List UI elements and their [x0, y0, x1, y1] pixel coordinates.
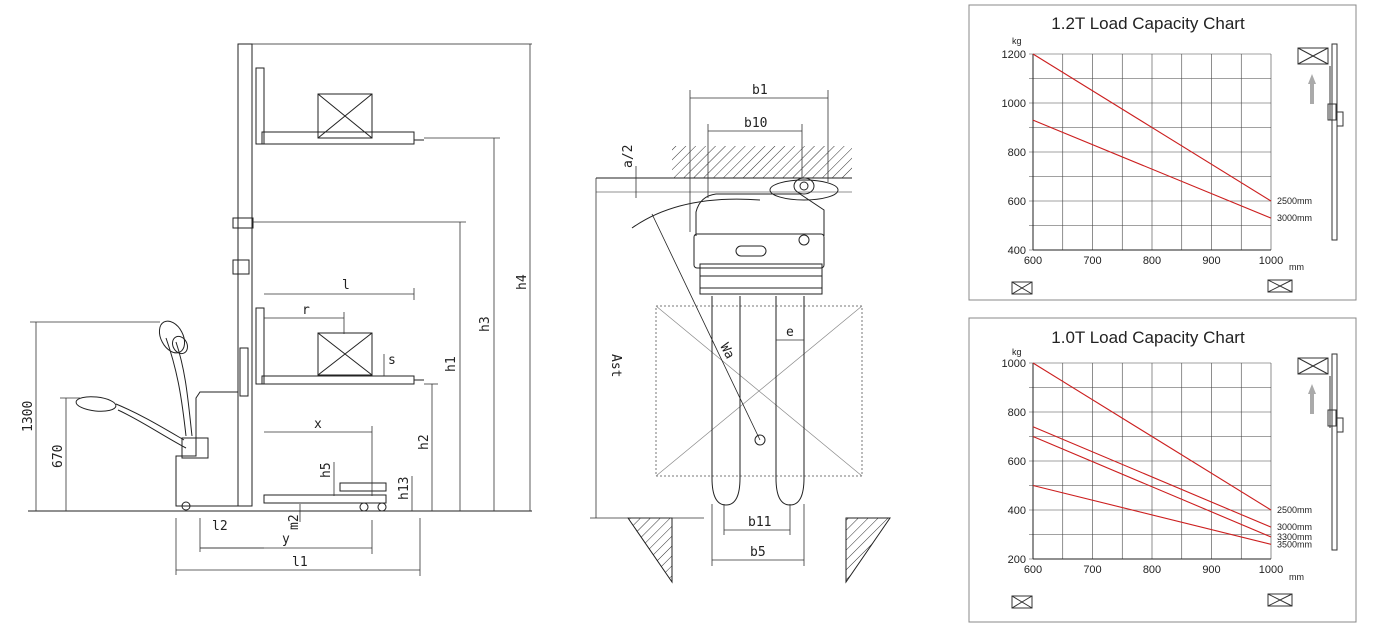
dim-label-h2: h2 — [417, 434, 432, 450]
y-axis-unit-label: kg — [1012, 36, 1022, 46]
chart-series: 2500mm 3000mm — [1032, 53, 1312, 223]
dim-label-h5: h5 — [319, 462, 334, 478]
y-tick-labels: 400 600 800 1000 1200 — [1002, 49, 1026, 257]
chart-title: 1.2T Load Capacity Chart — [1051, 14, 1245, 33]
lift-height-icon — [1297, 353, 1344, 551]
y-tick-label: 800 — [1008, 147, 1026, 159]
dim-label-x: x — [314, 417, 322, 432]
side-view-dimensions — [30, 44, 531, 576]
y-tick-label: 600 — [1008, 196, 1026, 208]
series-label: 2500mm — [1277, 196, 1312, 206]
series-line — [1032, 119, 1272, 219]
load-capacity-chart-1-0t: 1.0T Load Capacity Chart kg mm 600 700 800… — [968, 317, 1357, 623]
load-capacity-chart-1-2t: 1.2T Load Capacity Chart kg mm 600 700 800… — [968, 4, 1357, 301]
chart-title: 1.0T Load Capacity Chart — [1051, 328, 1245, 347]
series-label: 3300mm — [1277, 532, 1312, 542]
x-tick-labels: 600 700 800 900 1000 — [1024, 255, 1283, 267]
top-view-dimensions — [590, 90, 829, 566]
dim-label-wa: Wa — [716, 341, 737, 362]
x-axis-unit-label: mm — [1289, 572, 1304, 582]
dim-label-m2: m2 — [287, 514, 302, 530]
x-tick-label: 700 — [1083, 255, 1101, 267]
y-tick-label: 1200 — [1002, 49, 1026, 61]
x-tick-label: 1000 — [1259, 255, 1283, 267]
dim-label-b1: b1 — [752, 83, 768, 98]
series-label: 3500mm — [1277, 539, 1312, 549]
x-tick-label: 600 — [1024, 564, 1042, 576]
side-view-labels: l r s x y l1 l2 m2 h1 h2 h3 h4 h5 h13 13… — [21, 274, 530, 570]
pallet-icon — [1011, 595, 1033, 609]
x-tick-label: 900 — [1202, 564, 1220, 576]
x-tick-labels: 600 700 800 900 1000 — [1024, 564, 1283, 576]
x-tick-label: 1000 — [1259, 564, 1283, 576]
y-tick-label: 800 — [1008, 407, 1026, 419]
dim-label-1300: 1300 — [21, 401, 36, 432]
series-line — [1032, 435, 1272, 538]
series-line — [1032, 426, 1272, 528]
dim-label-e: e — [786, 325, 794, 340]
dim-label-l1: l1 — [292, 555, 308, 570]
y-tick-label: 1000 — [1002, 358, 1026, 370]
dim-label-h1: h1 — [444, 356, 459, 372]
series-line — [1032, 53, 1272, 202]
x-tick-label: 700 — [1083, 564, 1101, 576]
dim-label-h4: h4 — [515, 274, 530, 290]
y-tick-labels: 200 400 600 800 1000 — [1002, 358, 1026, 566]
dim-label-l: l — [342, 278, 350, 293]
dim-label-b5: b5 — [750, 545, 766, 560]
dim-label-r: r — [302, 303, 310, 318]
series-line — [1032, 362, 1272, 511]
dim-label-670: 670 — [51, 445, 66, 468]
pallet-icon — [1011, 281, 1033, 295]
dim-label-s: s — [388, 353, 396, 368]
lift-height-icon — [1297, 43, 1344, 241]
dim-label-h13: h13 — [397, 477, 412, 500]
y-tick-label: 400 — [1008, 505, 1026, 517]
dim-label-b10: b10 — [744, 116, 767, 131]
x-tick-label: 600 — [1024, 255, 1042, 267]
x-axis-unit-label: mm — [1289, 262, 1304, 272]
pallet-icon — [1267, 593, 1293, 607]
series-label: 3000mm — [1277, 213, 1312, 223]
y-tick-label: 400 — [1008, 245, 1026, 257]
series-line — [1032, 484, 1272, 545]
top-view-labels: b1 b10 b11 b5 e a/2 Ast Wa — [608, 83, 794, 560]
x-tick-label: 800 — [1143, 564, 1161, 576]
side-view-drawing — [28, 43, 532, 512]
y-tick-label: 1000 — [1002, 98, 1026, 110]
pallet-icon — [1267, 279, 1293, 293]
y-axis-unit-label: kg — [1012, 347, 1022, 357]
x-tick-label: 800 — [1143, 255, 1161, 267]
dim-label-y: y — [282, 532, 290, 547]
chart-grid — [1029, 362, 1272, 560]
dim-label-h3: h3 — [478, 316, 493, 332]
dim-label-ast: Ast — [608, 354, 623, 377]
dim-label-b11: b11 — [748, 515, 771, 530]
dim-label-l2: l2 — [212, 519, 228, 534]
series-label: 2500mm — [1277, 505, 1312, 515]
top-view-drawing — [596, 146, 891, 584]
y-tick-label: 600 — [1008, 456, 1026, 468]
y-tick-label: 200 — [1008, 554, 1026, 566]
dim-label-a2: a/2 — [621, 145, 636, 168]
series-label: 3000mm — [1277, 522, 1312, 532]
x-tick-label: 900 — [1202, 255, 1220, 267]
